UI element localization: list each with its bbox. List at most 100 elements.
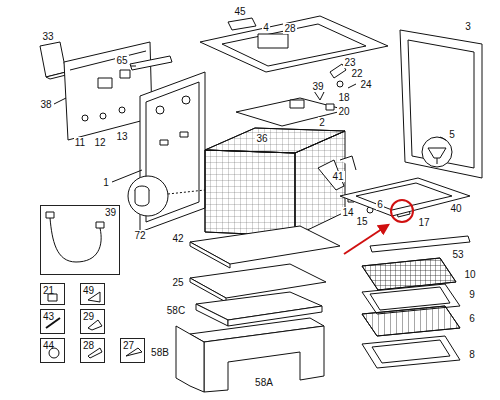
side-panel (180, 132, 188, 137)
power-cord (96, 222, 104, 228)
oven-cavity (205, 128, 345, 153)
floor-plate (190, 242, 230, 268)
pan (362, 336, 460, 368)
vent-bracket (130, 56, 172, 70)
bracket (340, 156, 356, 170)
callout-number: 38 (39, 99, 52, 110)
door-frame (400, 30, 482, 178)
insulation (176, 326, 204, 392)
callout-number: 21 (43, 285, 54, 296)
top-panel (258, 34, 288, 48)
callout-number: 58C (166, 305, 186, 316)
callout-number: 6 (376, 199, 384, 210)
red-highlight (391, 200, 413, 222)
callout-number: 2 (318, 117, 326, 128)
control-plate (326, 104, 334, 110)
callout-number: 29 (83, 311, 94, 322)
callout-number: 27 (123, 340, 134, 351)
callout-number: 9 (468, 289, 476, 300)
detail-circle (135, 190, 149, 206)
callout-number: 39 (311, 81, 324, 92)
callout-number: 40 (449, 203, 462, 214)
callout-number: 28 (83, 340, 94, 351)
callout-number: 58A (254, 377, 274, 388)
floor-plate (190, 226, 340, 268)
element-circle (422, 137, 452, 167)
element-circle (428, 148, 446, 158)
callout-number: 15 (355, 216, 368, 227)
callout-number: 43 (43, 311, 54, 322)
rack (362, 306, 460, 336)
oven-cavity (205, 128, 345, 236)
part-box: 29 (80, 309, 105, 334)
bracket (318, 156, 356, 190)
door-frame (400, 30, 482, 178)
callout-number: 11 (74, 137, 86, 148)
element-circle (422, 137, 452, 167)
callout-number: 28 (283, 23, 296, 34)
leader-line (54, 98, 66, 104)
callout-number: 18 (337, 92, 350, 103)
bottom-tray (340, 178, 470, 216)
rack (362, 306, 460, 336)
callout-number: 23 (343, 57, 356, 68)
callout-number: 6 (468, 313, 476, 324)
rear-panel (98, 78, 112, 88)
rear-panel (82, 115, 88, 121)
top-panel (200, 16, 388, 72)
top-panel (228, 18, 256, 30)
callout-number: 14 (341, 207, 354, 218)
control-plate (236, 98, 346, 126)
part-box: 44 (40, 338, 65, 363)
leader-line (440, 137, 446, 140)
callout-number: 44 (43, 340, 54, 351)
callout-number: 24 (359, 79, 372, 90)
red-highlight (344, 225, 388, 254)
hinge-parts (337, 81, 343, 87)
callout-number: 39 (105, 207, 116, 218)
bottom-tray (340, 178, 470, 216)
detail-circle (128, 176, 205, 216)
hinge-parts (348, 84, 356, 88)
rear-panel (119, 107, 125, 113)
rear-panel (120, 70, 130, 78)
callout-number: 22 (350, 68, 363, 79)
rear-box (40, 42, 66, 77)
callout-number: 25 (171, 277, 184, 288)
control-plate (236, 88, 346, 126)
callout-number: 13 (115, 131, 128, 142)
rear-panel (64, 42, 152, 140)
top-panel (200, 16, 388, 72)
callout-number: 4 (262, 22, 270, 33)
callout-number: 53 (451, 249, 464, 260)
detail-circle (168, 190, 205, 194)
callout-number: 49 (83, 285, 94, 296)
insulation (204, 326, 324, 392)
oven-cavity (295, 131, 345, 236)
power-cord (50, 218, 101, 262)
part-icons (46, 292, 142, 358)
inset-box: 39 (40, 205, 120, 275)
oven-cavity (205, 150, 295, 236)
callout-number: 72 (133, 230, 146, 241)
bracket (318, 160, 344, 190)
pan (362, 336, 460, 368)
leader-line (112, 170, 142, 182)
callout-number: 36 (255, 133, 268, 144)
callout-number: 41 (331, 171, 344, 182)
part-box: 21 (40, 283, 65, 305)
part-box: 49 (80, 283, 105, 305)
part-box: 27 (120, 338, 145, 363)
side-panel (182, 96, 190, 104)
callout-number: 12 (93, 137, 106, 148)
callout-number: 17 (417, 217, 430, 228)
callout-number: 33 (41, 31, 54, 42)
callout-number: 8 (468, 349, 476, 360)
rack (362, 306, 460, 336)
callout-number: 20 (337, 106, 350, 117)
detail-circle (128, 176, 168, 216)
power-cord (46, 212, 54, 218)
door-frame (408, 40, 474, 168)
bottom-tray (356, 183, 452, 210)
callout-number: 65 (115, 55, 128, 66)
